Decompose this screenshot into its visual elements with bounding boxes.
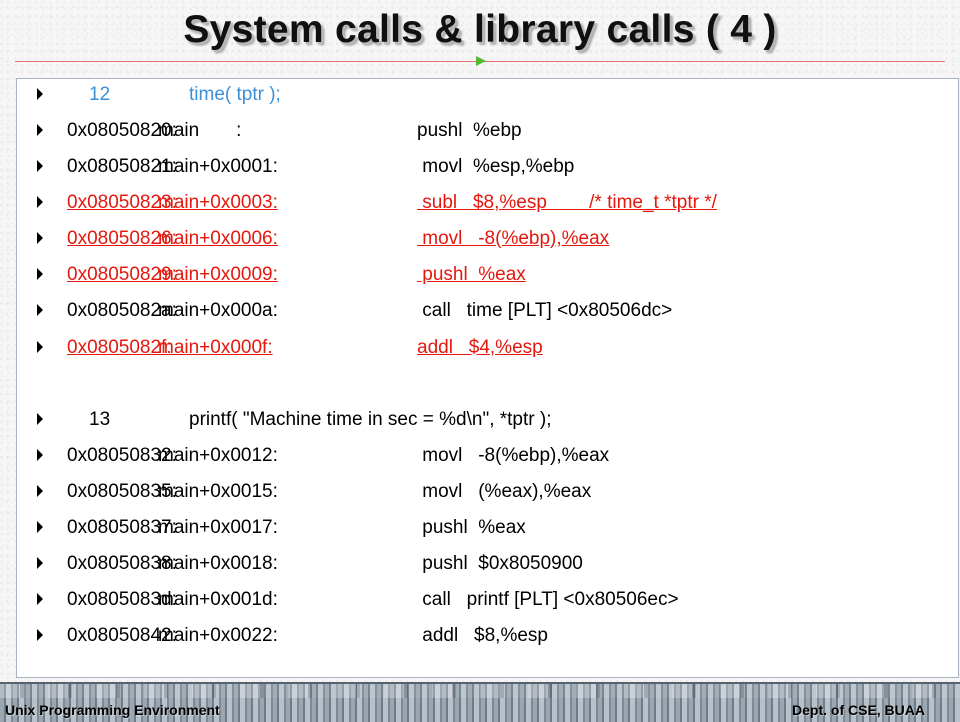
symbol-offset: main+0x0015: xyxy=(158,480,278,502)
asm-line: 0x0805082a:main+0x000a: call time [PLT] … xyxy=(17,296,937,326)
address: 0x08050820: xyxy=(67,120,177,142)
address: 0x0805082f: xyxy=(67,336,172,358)
symbol-offset: main : xyxy=(158,120,242,142)
bullet-arrow-icon xyxy=(37,304,43,317)
symbol-offset: main+0x001d: xyxy=(158,589,278,611)
symbol-offset: main+0x0018: xyxy=(158,552,278,574)
footer-course: Unix Programming Environment xyxy=(5,702,220,718)
bullet-arrow-icon xyxy=(37,88,43,100)
symbol-offset: main+0x0022: xyxy=(158,625,278,647)
instruction: addl $4,%esp xyxy=(417,336,543,358)
source-line: 12 time( tptr ); xyxy=(17,80,937,110)
asm-line: 0x08050838:main+0x0018: pushl $0x8050900 xyxy=(17,549,937,579)
address: 0x0805083d: xyxy=(67,589,177,611)
bullet-arrow-icon xyxy=(37,124,43,137)
source-code: time( tptr ); xyxy=(189,84,281,105)
instruction: movl -8(%ebp),%eax xyxy=(417,228,610,250)
slide-title: System calls & library calls ( 4 ) xyxy=(183,8,777,51)
instruction: pushl %eax xyxy=(417,516,526,538)
source-line-number: 13 xyxy=(89,408,111,430)
asm-line: 0x0805082f:main+0x000f: addl $4,%esp xyxy=(17,333,937,363)
asm-line: 0x08050835:main+0x0015: movl (%eax),%eax xyxy=(17,477,937,507)
asm-line: 0x08050821:main+0x0001: movl %esp,%ebp xyxy=(17,152,937,182)
instruction: pushl $0x8050900 xyxy=(417,552,583,574)
symbol-offset: main+0x0009: xyxy=(158,264,278,286)
instruction: pushl %ebp xyxy=(417,120,522,142)
address: 0x0805082a: xyxy=(67,300,177,322)
asm-line: 0x08050823:main+0x0003: subl $8,%esp /* … xyxy=(17,188,937,218)
symbol-offset: main+0x0001: xyxy=(158,156,278,178)
footer-bar: Unix Programming Environment Dept. of CS… xyxy=(0,682,960,722)
bullet-arrow-icon xyxy=(37,196,43,209)
asm-line: 0x08050842:main+0x0022: addl $8,%esp xyxy=(17,621,937,651)
bullet-arrow-icon xyxy=(37,629,43,642)
address: 0x08050823: xyxy=(67,192,177,214)
instruction: call printf [PLT] <0x80506ec> xyxy=(417,589,679,611)
asm-line: 0x08050829:main+0x0009: pushl %eax xyxy=(17,260,937,290)
symbol-offset: main+0x000a: xyxy=(158,300,278,322)
address: 0x08050842: xyxy=(67,625,177,647)
asm-line: 0x08050837:main+0x0017: pushl %eax xyxy=(17,513,937,543)
source-line: 13 printf( "Machine time in sec = %d\n", … xyxy=(17,405,937,435)
address: 0x08050835: xyxy=(67,480,177,502)
bullet-arrow-icon xyxy=(37,484,43,497)
address: 0x08050838: xyxy=(67,552,177,574)
bullet-arrow-icon xyxy=(37,160,43,173)
bullet-arrow-icon xyxy=(37,520,43,533)
bullet-arrow-icon xyxy=(37,340,43,353)
address: 0x08050837: xyxy=(67,516,177,538)
address: 0x08050829: xyxy=(67,264,177,286)
address: 0x08050821: xyxy=(67,156,177,178)
instruction: addl $8,%esp xyxy=(417,625,548,647)
source-line-number: 12 xyxy=(89,84,111,105)
symbol-offset: main+0x000f: xyxy=(158,336,273,358)
asm-line: 0x08050820:main : pushl %ebp xyxy=(17,116,937,146)
instruction: movl (%eax),%eax xyxy=(417,480,592,502)
symbol-offset: main+0x0017: xyxy=(158,516,278,538)
instruction: pushl %eax xyxy=(417,264,526,286)
address: 0x08050826: xyxy=(67,228,177,250)
bullet-arrow-icon xyxy=(37,593,43,606)
asm-line: 0x0805083d:main+0x001d: call printf [PLT… xyxy=(17,585,937,615)
address: 0x08050832: xyxy=(67,444,177,466)
symbol-offset: main+0x0012: xyxy=(158,444,278,466)
footer-pattern xyxy=(0,684,960,698)
asm-line: 0x08050826:main+0x0006: movl -8(%ebp),%e… xyxy=(17,224,937,254)
symbol-offset: main+0x0006: xyxy=(158,228,278,250)
asm-line: 0x08050832:main+0x0012: movl -8(%ebp),%e… xyxy=(17,441,937,471)
bullet-arrow-icon xyxy=(37,412,43,425)
instruction: subl $8,%esp /* time_t *tptr */ xyxy=(417,192,717,214)
instruction: movl %esp,%ebp xyxy=(417,156,575,178)
bullet-arrow-icon xyxy=(37,268,43,281)
bullet-arrow-icon xyxy=(37,556,43,569)
instruction: call time [PLT] <0x80506dc> xyxy=(417,300,673,322)
bullet-arrow-icon xyxy=(37,448,43,461)
footer-dept: Dept. of CSE, BUAA xyxy=(792,702,925,718)
source-code: printf( "Machine time in sec = %d\n", *t… xyxy=(189,408,552,430)
bullet-arrow-icon xyxy=(37,232,43,245)
symbol-offset: main+0x0003: xyxy=(158,192,278,214)
code-listing: 12 time( tptr ); 0x08050820:main : pushl %e… xyxy=(16,78,959,678)
green-arrow-icon xyxy=(476,56,486,66)
instruction: movl -8(%ebp),%eax xyxy=(417,444,610,466)
